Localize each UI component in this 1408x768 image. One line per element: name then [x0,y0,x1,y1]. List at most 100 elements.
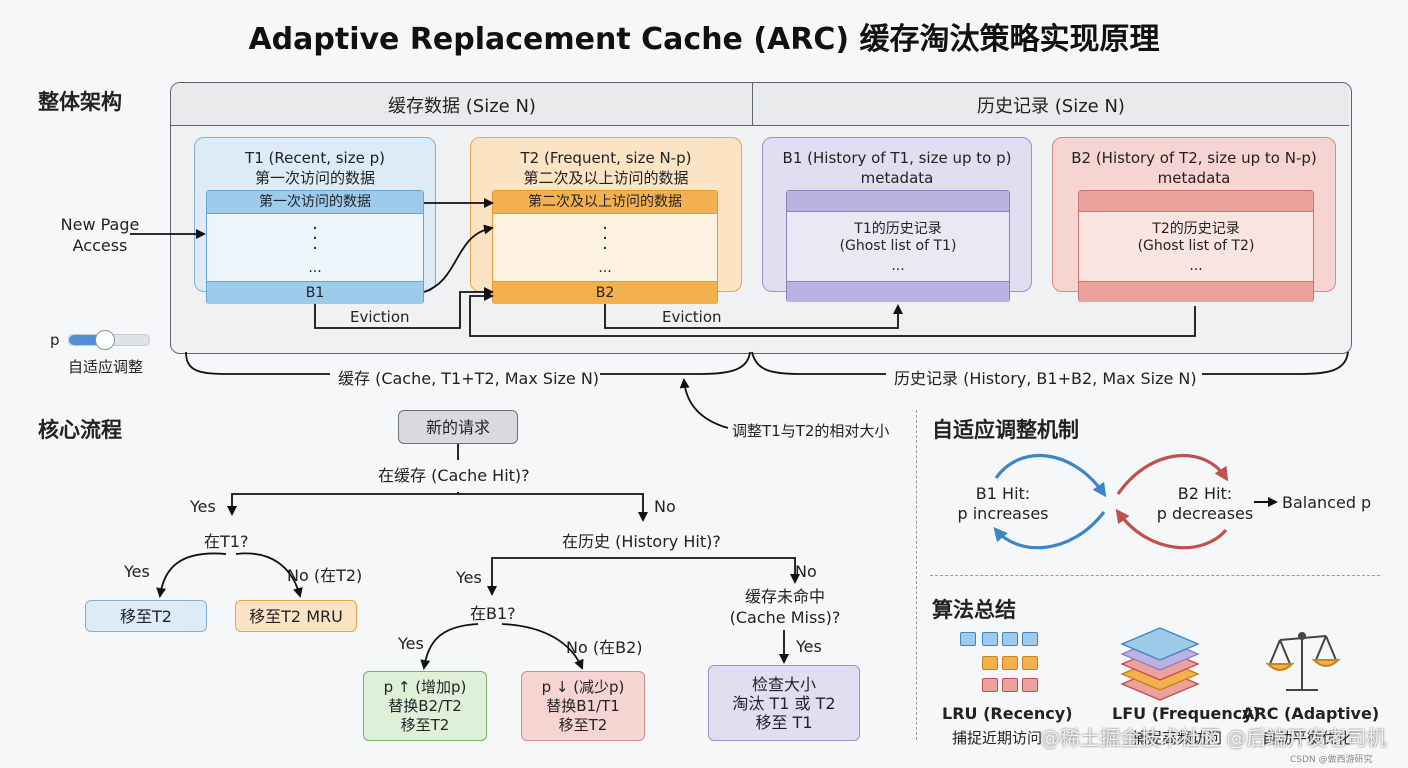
new-request-box: 新的请求 [398,410,518,444]
b1-yes-curve [420,623,479,670]
t2-footer-b2: B2 [493,281,717,304]
b2-subtitle: metadata [1157,169,1231,187]
increase-p-box: p ↑ (增加p) 替换B2/T2 移至T2 [363,671,487,741]
b2-title: B2 (History of T2, size up to N-p) [1071,149,1317,167]
yes-branch-1 [227,492,459,516]
t2-subtitle: 第二次及以上访问的数据 [523,169,689,187]
section-adaptive: 自适应调整机制 [932,418,1079,442]
move-to-t2-mru-box: 移至T2 MRU [235,600,357,632]
t1-list-head: 第一次访问的数据 [207,191,423,214]
cache-brace-label: 缓存 (Cache, T1+T2, Max Size N) [334,365,604,389]
cache-miss-action-1: 检查大小 [751,674,816,694]
increase-p-line2: 替换B2/T2 [388,696,462,715]
lfu-desc: 捕捉高频访问 [1132,729,1223,747]
red-arrow-bottom [1115,508,1228,550]
blue-arrow-top [994,454,1107,498]
yes-label-5: Yes [796,637,822,656]
yes-label-3: Yes [456,568,482,587]
cache-miss-line1: 缓存未命中 [744,587,825,606]
history-return-arrow [469,291,1196,337]
cache-miss-box: 检查大小 淘汰 T1 或 T2 移至 T1 [708,665,860,741]
move-to-t2-box: 移至T2 [85,600,207,632]
cache-miss-action-2: 淘汰 T1 或 T2 [732,693,836,713]
q-in-b1: 在B1? [470,604,516,623]
eviction-label-2: Eviction [662,308,722,326]
b1-list-foot [787,281,1009,302]
eviction-2-arrow [604,304,903,329]
horizontal-divider [930,575,1380,576]
b1-title: B1 (History of T1, size up to p) [782,149,1012,167]
new-page-access-label: New Page Access [60,215,140,255]
eviction-1-arrow [314,287,494,329]
cache-brace [185,351,751,375]
b1-hit-line2: p increases [957,504,1049,523]
lru-node-icon [1022,678,1038,692]
t2-list-head: 第二次及以上访问的数据 [493,191,717,214]
t1-yes-curve [156,552,227,598]
t1-ellipsis: ... [308,260,322,276]
lru-node-icon [1022,656,1038,670]
b2-ellipsis: ... [1189,258,1203,274]
lru-icon [958,630,1040,696]
t1-footer-b1: B1 [207,281,423,304]
no-label-2: No (在T2) [287,566,363,585]
q-history-hit: 在历史 (History Hit)? [562,532,721,551]
lru-node-icon [982,678,998,692]
b2-list-head [1079,191,1313,212]
b1-subtitle: metadata [860,169,934,187]
architecture-header [171,83,1349,126]
section-architecture: 整体架构 [38,90,122,114]
p-slider-fill [69,335,105,345]
b1-ellipsis: ... [891,258,905,274]
b1-hit-line1: B1 Hit: [975,484,1031,503]
decrease-p-line3: 移至T2 [558,715,608,734]
increase-p-line1: p ↑ (增加p) [383,677,467,696]
page-title: Adaptive Replacement Cache (ARC) 缓存淘汰策略实… [248,22,1160,57]
cache-miss-question: 缓存未命中 (Cache Miss)? [712,586,858,628]
no-label-1: No [654,497,676,516]
lfu-icon [1120,627,1200,701]
history-brace [751,351,1349,375]
header-divider [752,83,753,125]
eviction-label-1: Eviction [350,308,410,326]
lru-node-icon [982,632,998,646]
section-summary: 算法总结 [932,598,1016,622]
t1-subtitle: 第一次访问的数据 [254,169,375,187]
vertical-divider [916,410,917,740]
b2-hit-line1: B2 Hit: [1177,484,1233,503]
lru-node-icon [1002,656,1018,670]
credit: CSDN @做西游研究 [1290,755,1373,765]
p-slider-knob[interactable] [95,330,115,350]
flow-arrows [156,444,800,670]
braces [185,351,1349,429]
scales-icon [1265,632,1341,691]
lru-node-icon [960,632,976,646]
decrease-p-box: p ↓ (减少p) 替换B1/T1 移至T2 [521,671,645,741]
history-no [640,557,800,584]
adaptive-arrows [993,454,1278,550]
adjust-note: 调整T1与T2的相对大小 [732,422,890,440]
lru-node-icon [1002,678,1018,692]
t2-title: T2 (Frequent, size N-p) [520,149,692,167]
b2-list-foot [1079,281,1313,302]
lfu-name: LFU (Frequency) [1112,704,1260,723]
decrease-p-line2: 替换B1/T1 [546,696,620,715]
no-label-3: No [795,562,817,581]
t2-vertical-dots: ··· [602,218,608,259]
cache-miss-action-3: 移至 T1 [755,712,813,732]
b2-hit-text: B2 Hit: p decreases [1150,484,1260,524]
b1-line2: (Ghost list of T1) [839,238,957,254]
history-brace-label: 历史记录 (History, B1+B2, Max Size N) [890,365,1201,389]
history-header: 历史记录 (Size N) [977,96,1125,117]
section-core-flow: 核心流程 [38,418,122,442]
increase-p-line3: 移至T2 [400,715,450,734]
yes-label-4: Yes [398,634,424,653]
watermark: @稀土掘金技术社区 @后端开发老司机 [1040,726,1387,750]
b2-line1: T2的历史记录 [1152,221,1240,237]
q-cache-hit: 在缓存 (Cache Hit)? [378,466,530,485]
lru-name: LRU (Recency) [942,704,1073,723]
b2-line2: (Ghost list of T2) [1137,238,1255,254]
red-arrow-top [1116,454,1229,495]
architecture-arrows [130,198,1196,337]
lru-desc: 捕捉近期访问 [952,729,1043,747]
